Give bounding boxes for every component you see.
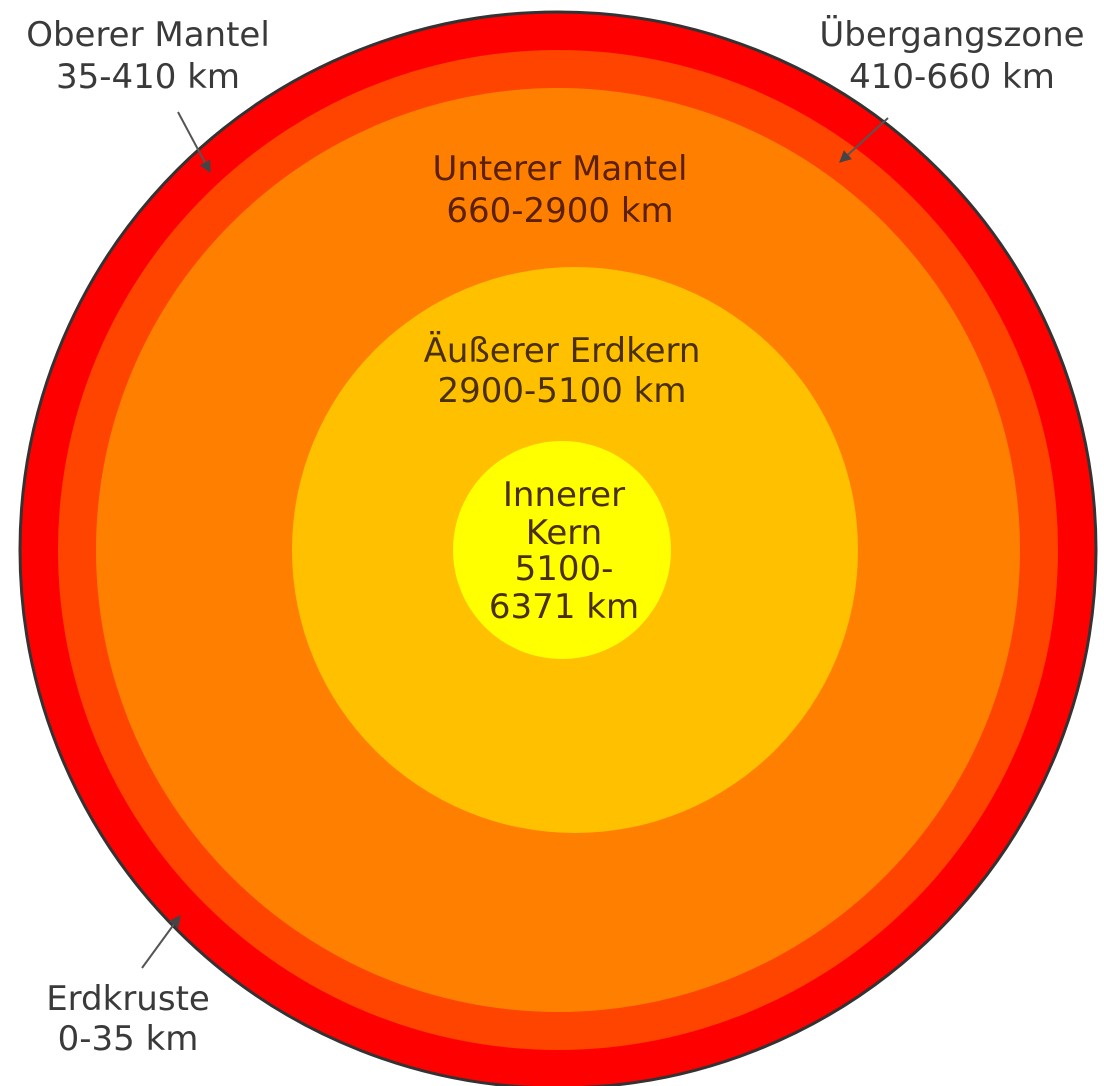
transition-zone-arrow [839, 117, 889, 163]
transition-zone-name: Übergangszone [819, 14, 1084, 55]
upper-mantle-arrow [177, 111, 211, 174]
lower-mantle-name: Unterer Mantel [432, 149, 687, 189]
outer-core-name: Äußerer Erdkern [424, 331, 701, 371]
upper-mantle-name: Oberer Mantel [26, 15, 270, 55]
crust-name: Erdkruste [46, 979, 210, 1019]
inner-core-layer [453, 441, 671, 659]
crust-arrow [141, 915, 181, 969]
lower-mantle-range: 660-2900 km [446, 191, 673, 231]
inner-core-name-line1: Innerer [503, 475, 625, 515]
transition-zone-range: 410-660 km [849, 57, 1055, 97]
outer-core-range: 2900-5100 km [438, 371, 687, 411]
inner-core-name-line2: Kern [526, 513, 602, 553]
crust-range: 0-35 km [58, 1019, 199, 1059]
inner-core-range-line1: 5100- [515, 549, 614, 589]
inner-core-range-line2: 6371 km [489, 587, 639, 627]
upper-mantle-range: 35-410 km [56, 57, 240, 97]
